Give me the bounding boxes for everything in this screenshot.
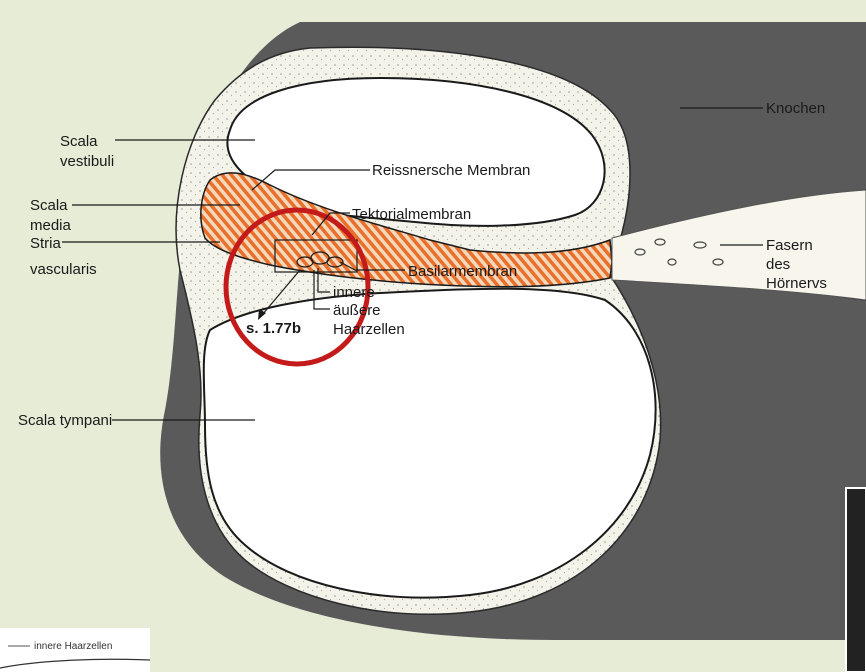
label-fasern-line2: des bbox=[766, 256, 790, 273]
inset-label: innere Haarzellen bbox=[34, 641, 112, 652]
label-knochen: Knochen bbox=[766, 100, 825, 117]
label-fasern-line3: Hörnervs bbox=[766, 275, 827, 292]
label-scala-tympani: Scala tympani bbox=[18, 412, 112, 429]
label-innere: innere bbox=[333, 284, 375, 301]
label-scala-media-line2: media bbox=[30, 217, 72, 234]
label-fasern-line1: Fasern bbox=[766, 237, 813, 254]
label-stria-line2: vascularis bbox=[30, 261, 97, 278]
label-basilar: Basilarmembran bbox=[408, 263, 517, 280]
label-tektorial: Tektorialmembran bbox=[352, 206, 471, 223]
label-stria-line1: Stria bbox=[30, 235, 62, 252]
label-reissner: Reissnersche Membran bbox=[372, 162, 530, 179]
label-scala-vestibuli-line2: vestibuli bbox=[60, 153, 114, 170]
label-reference: s. 1.77b bbox=[246, 320, 301, 337]
label-aeussere: äußere bbox=[333, 302, 381, 319]
label-scala-vestibuli-line1: Scala bbox=[60, 133, 98, 150]
label-haarzellen: Haarzellen bbox=[333, 321, 405, 338]
micrograph-fragment bbox=[846, 488, 866, 672]
label-scala-media-line1: Scala bbox=[30, 197, 68, 214]
inset-fragment: innere Haarzellen bbox=[0, 628, 150, 672]
